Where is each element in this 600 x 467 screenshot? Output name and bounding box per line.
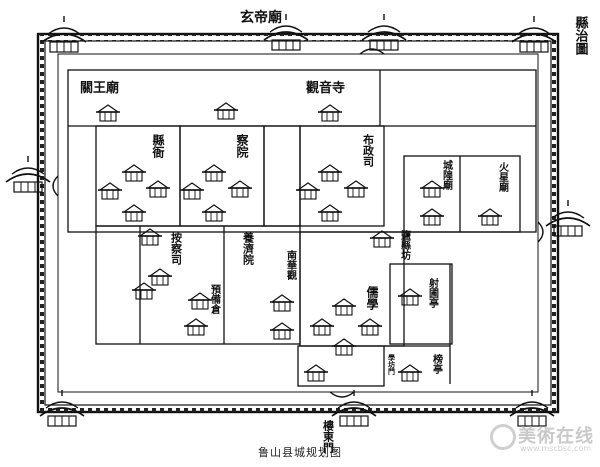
label-bottom-right: 榜亭	[431, 353, 443, 375]
label-anchasi: 按察司	[170, 231, 183, 266]
label-buzhengsi: 布政司	[362, 133, 375, 168]
label-yangjiyuan: 養濟院	[242, 231, 255, 266]
label-chayuan: 察院	[235, 133, 249, 159]
watermark: 美術在线 www.mscbsc.com	[482, 418, 594, 456]
label-ruxue: 儒學	[365, 285, 379, 311]
label-chenghuang: 城隍廟	[441, 159, 453, 191]
tower-top-left	[41, 15, 87, 53]
map-title: 縣治圖	[573, 15, 589, 56]
label-gate-south: 樓東門	[322, 419, 335, 454]
map-caption: 鲁山县城规划图	[258, 446, 342, 459]
label-guanyinsi: 觀音寺	[306, 80, 345, 96]
label-xuandi: 玄帝廟	[240, 9, 282, 26]
watermark-sub: www.mscbsc.com	[520, 444, 592, 453]
label-bottom-small: 學坊門	[388, 353, 397, 376]
label-guanwang: 關王廟	[80, 80, 119, 96]
watermark-logo-icon	[490, 424, 516, 450]
watermark-text: 美術在线	[518, 426, 594, 447]
label-huoxing: 火星廟	[497, 162, 509, 193]
tower-bottom-left	[39, 389, 85, 427]
label-nanhuaguan: 南華觀	[285, 249, 297, 281]
label-sheguo: 射圃亭	[427, 277, 440, 309]
tower-top-right	[511, 15, 557, 53]
label-yubeicang: 預備倉	[209, 284, 222, 315]
label-xianya: 縣衙	[151, 133, 165, 159]
compound-grid	[67, 69, 537, 387]
tower-bottom-center	[331, 389, 377, 427]
label-bailufang: 鹽縣坊	[399, 229, 411, 261]
tower-top-right-center	[361, 13, 407, 51]
